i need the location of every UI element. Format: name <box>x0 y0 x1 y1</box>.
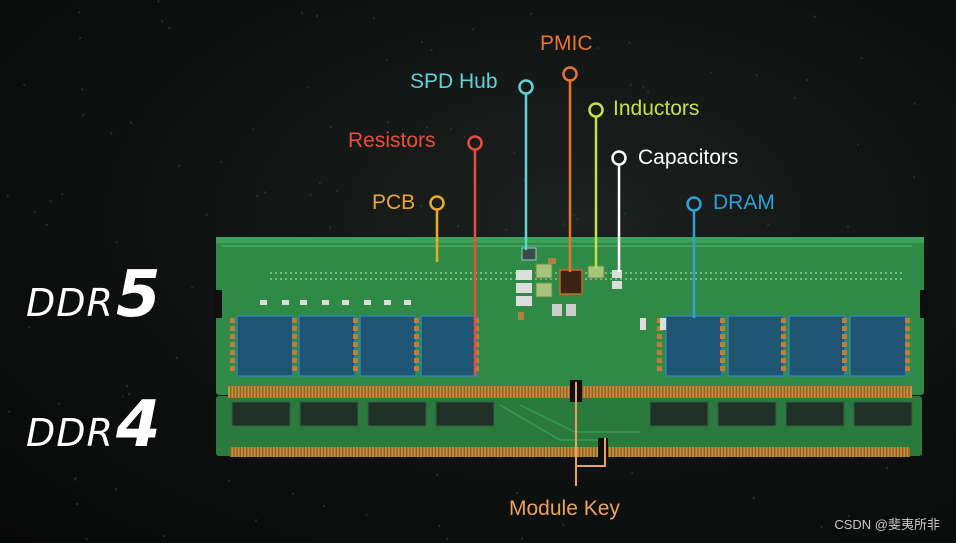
inductors-label: Inductors <box>613 97 700 120</box>
ddr5-title: DDR5 <box>26 258 160 332</box>
resistors-label: Resistors <box>348 129 436 152</box>
dram-marker <box>686 196 702 212</box>
ddr5-prefix: DDR <box>26 281 114 325</box>
dram-chip <box>359 315 417 377</box>
ddr4-chip-row <box>231 401 913 427</box>
capacitors-label: Capacitors <box>638 146 739 169</box>
ddr5-power-section <box>516 247 622 320</box>
dram-chip <box>298 315 356 377</box>
ddr5-dram-chips <box>236 315 907 377</box>
dram-chip <box>236 315 294 377</box>
dram-chip <box>727 315 785 377</box>
pmic-label: PMIC <box>540 32 593 55</box>
spd-hub-marker <box>518 79 534 95</box>
inductors-marker <box>588 102 604 118</box>
dram-label: DRAM <box>713 191 775 214</box>
ddr4-module <box>216 396 922 458</box>
callout-lines <box>429 66 702 486</box>
ddr4-module-key-notch <box>598 438 608 458</box>
resistors-marker <box>467 135 483 151</box>
ddr5-number: 5 <box>115 258 161 332</box>
ddr4-prefix: DDR <box>26 411 114 455</box>
ddr4-title: DDR4 <box>26 388 160 462</box>
background-circuit-pattern <box>6 0 916 540</box>
capacitor-chip <box>516 270 532 280</box>
ddr4-number: 4 <box>115 388 161 462</box>
module-key-bracket <box>575 382 606 470</box>
capacitor-small <box>612 270 622 278</box>
ddr5-resistors <box>230 300 910 371</box>
dram-chip <box>849 315 907 377</box>
dram-chip <box>665 315 723 377</box>
spd-hub-label: SPD Hub <box>410 70 498 93</box>
pmic-chip <box>559 269 583 295</box>
dram-chip <box>420 315 478 377</box>
pmic-marker <box>562 66 578 82</box>
ddr5-module <box>214 237 928 402</box>
capacitors-marker <box>611 150 627 166</box>
module-key-label: Module Key <box>509 497 620 520</box>
pcb-marker <box>429 195 445 211</box>
watermark: CSDN @斐夷所非 <box>834 517 940 532</box>
dram-chip <box>788 315 846 377</box>
pcb-label: PCB <box>372 191 416 214</box>
